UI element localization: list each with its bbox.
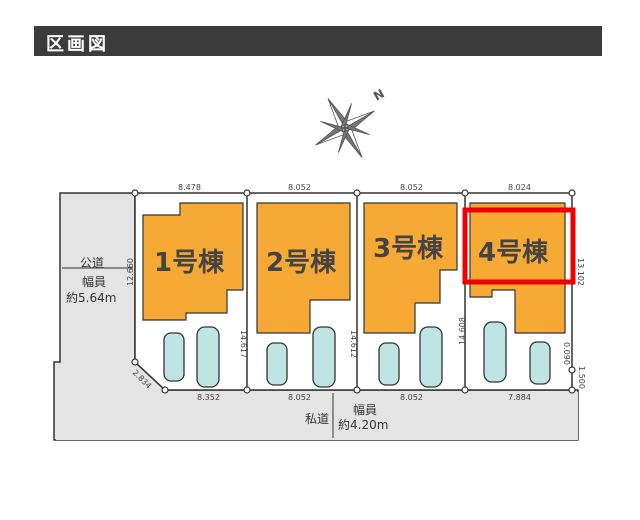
road-width-arrows (62, 267, 334, 438)
dim-bottom-1: 8.352 (197, 393, 220, 402)
dim-top-2: 8.052 (288, 183, 311, 192)
compass-icon (315, 98, 375, 158)
private-road-label: 私道 (305, 412, 330, 426)
dim-top-3: 8.052 (400, 183, 423, 192)
private-road-width-label: 幅員 (353, 403, 378, 417)
dim-bottom-3: 8.052 (400, 393, 423, 402)
boundary-posts (131, 189, 576, 394)
dim-side-2: 14.617 (239, 330, 248, 358)
section-title: 区画図 (46, 34, 109, 55)
building-2 (256, 202, 351, 334)
dim-bottom-4: 7.884 (508, 393, 531, 402)
building-1 (142, 202, 244, 321)
dim-right-small-2: 1.500 (577, 366, 586, 389)
building-4 (469, 202, 566, 334)
dim-top-1: 8.478 (178, 183, 201, 192)
public-road-label: 公道 (80, 256, 105, 270)
building-2-label: 2号棟 (266, 248, 337, 278)
building-3-label: 3号棟 (373, 234, 444, 264)
dim-bottom-2: 8.052 (288, 393, 311, 402)
dim-top-4: 8.024 (508, 183, 531, 192)
building-1-label: 1号棟 (154, 248, 225, 278)
dim-right-small-1: 0.090 (562, 342, 571, 365)
building-4-label: 4号棟 (478, 238, 549, 268)
dim-side-5: 13.102 (576, 258, 585, 286)
dim-side-3: 14.612 (349, 330, 358, 358)
public-road-width: 約5.64m (66, 291, 117, 305)
building-4-highlight (462, 207, 576, 285)
public-road-width-label: 幅員 (82, 275, 107, 289)
parking-cars (163, 321, 551, 388)
private-road (56, 392, 578, 440)
dim-side-1: 12.660 (126, 258, 135, 286)
private-road-width: 約4.20m (338, 418, 389, 432)
section-header: 区画図 (34, 26, 602, 56)
dim-side-4: 14.608 (458, 317, 467, 345)
building-3 (363, 202, 458, 334)
